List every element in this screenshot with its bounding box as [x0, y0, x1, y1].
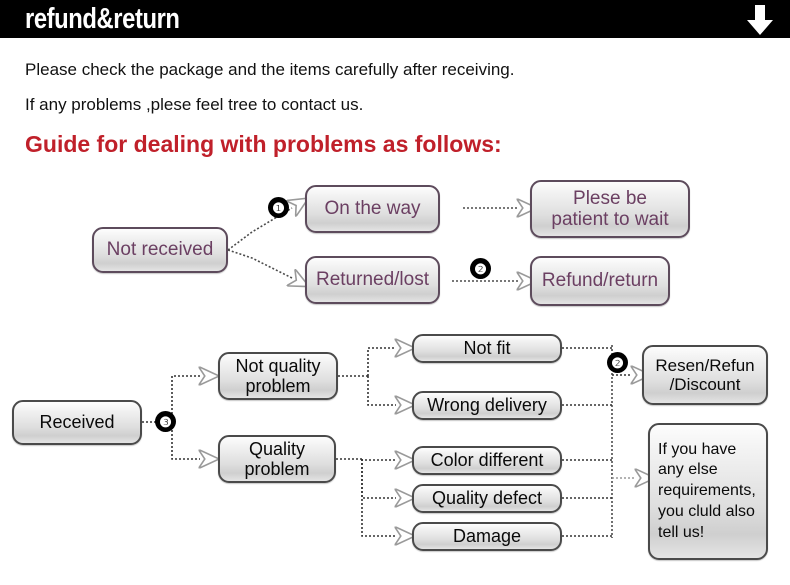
node-quality-problem[interactable]: Quality problem	[218, 435, 336, 483]
step-number: ❷	[474, 260, 487, 277]
node-label: Received	[39, 412, 115, 433]
node-not-received[interactable]: Not received	[92, 227, 228, 273]
step-marker-3: ❸	[155, 411, 176, 432]
node-label-line2: problem	[244, 459, 310, 479]
step-marker-2-top: ❷	[470, 258, 491, 279]
note-line2: any else	[658, 461, 718, 479]
wire-notquality-notfit	[367, 348, 396, 376]
node-label: Refund/return	[541, 270, 659, 292]
step-marker-1: ❶	[268, 197, 289, 218]
intro-line-1: Please check the package and the items c…	[25, 60, 515, 79]
note-line4: you cluld also	[658, 502, 755, 520]
node-label: On the way	[324, 198, 421, 220]
wire-quality-damage	[361, 459, 396, 536]
wire-quality-colordifferent	[361, 459, 396, 460]
node-returned-lost[interactable]: Returned/lost	[305, 256, 440, 304]
node-label-line2: /Discount	[669, 375, 741, 394]
node-label-line2: patient to wait	[551, 209, 669, 230]
wire-quality-qualitydefect	[361, 459, 396, 498]
node-reason-not-fit[interactable]: Not fit	[412, 334, 562, 363]
node-refund-return[interactable]: Refund/return	[530, 256, 670, 306]
note-line5: tell us!	[658, 523, 705, 541]
note-line3: requirements,	[658, 482, 756, 500]
wire-received-notquality	[171, 376, 200, 422]
node-reason-damage[interactable]: Damage	[412, 522, 562, 551]
header-bar	[0, 0, 790, 38]
node-label-line1: Plese be	[573, 187, 647, 209]
node-resend-refund-discount[interactable]: Resen/Refun /Discount	[642, 345, 768, 405]
node-received[interactable]: Received	[12, 400, 142, 445]
node-reason-color-different[interactable]: Color different	[412, 446, 562, 475]
step-number: ❶	[272, 199, 285, 216]
node-label: Color different	[430, 450, 544, 471]
step-number: ❷	[611, 354, 624, 371]
guide-heading: Guide for dealing with problems as follo…	[25, 131, 502, 157]
node-label-line1: Resen/Refun	[655, 355, 755, 375]
node-label-line1: Not quality	[235, 355, 321, 376]
step-number: ❸	[159, 413, 172, 430]
node-label: Wrong delivery	[427, 395, 547, 416]
wire-notreceived-returnedlost	[227, 249, 292, 278]
node-reason-quality-defect[interactable]: Quality defect	[412, 484, 562, 513]
step-marker-2-bottom: ❷	[607, 352, 628, 373]
page-title: refund&return	[25, 3, 180, 35]
node-please-be-patient[interactable]: Plese be patient to wait	[530, 180, 690, 238]
node-reason-wrong-delivery[interactable]: Wrong delivery	[412, 391, 562, 420]
wire-received-quality	[171, 422, 200, 459]
wire-notquality-wrongdelivery	[367, 376, 396, 405]
node-on-the-way[interactable]: On the way	[305, 185, 440, 233]
node-label: Quality defect	[431, 488, 543, 509]
arrow-down-icon	[747, 5, 773, 35]
node-label: Not received	[106, 239, 214, 261]
node-not-quality-problem[interactable]: Not quality problem	[218, 352, 338, 400]
node-label-line2: problem	[245, 376, 311, 396]
node-label-line1: Quality	[248, 438, 306, 459]
node-extra-requirements-note: If you have any else requirements, you c…	[648, 423, 768, 560]
intro-line-2: If any problems ,plese feel tree to cont…	[25, 95, 364, 114]
node-label: Returned/lost	[315, 269, 429, 291]
node-label: Damage	[452, 526, 522, 547]
node-label: Not fit	[463, 338, 511, 359]
note-line1: If you have	[658, 440, 737, 458]
